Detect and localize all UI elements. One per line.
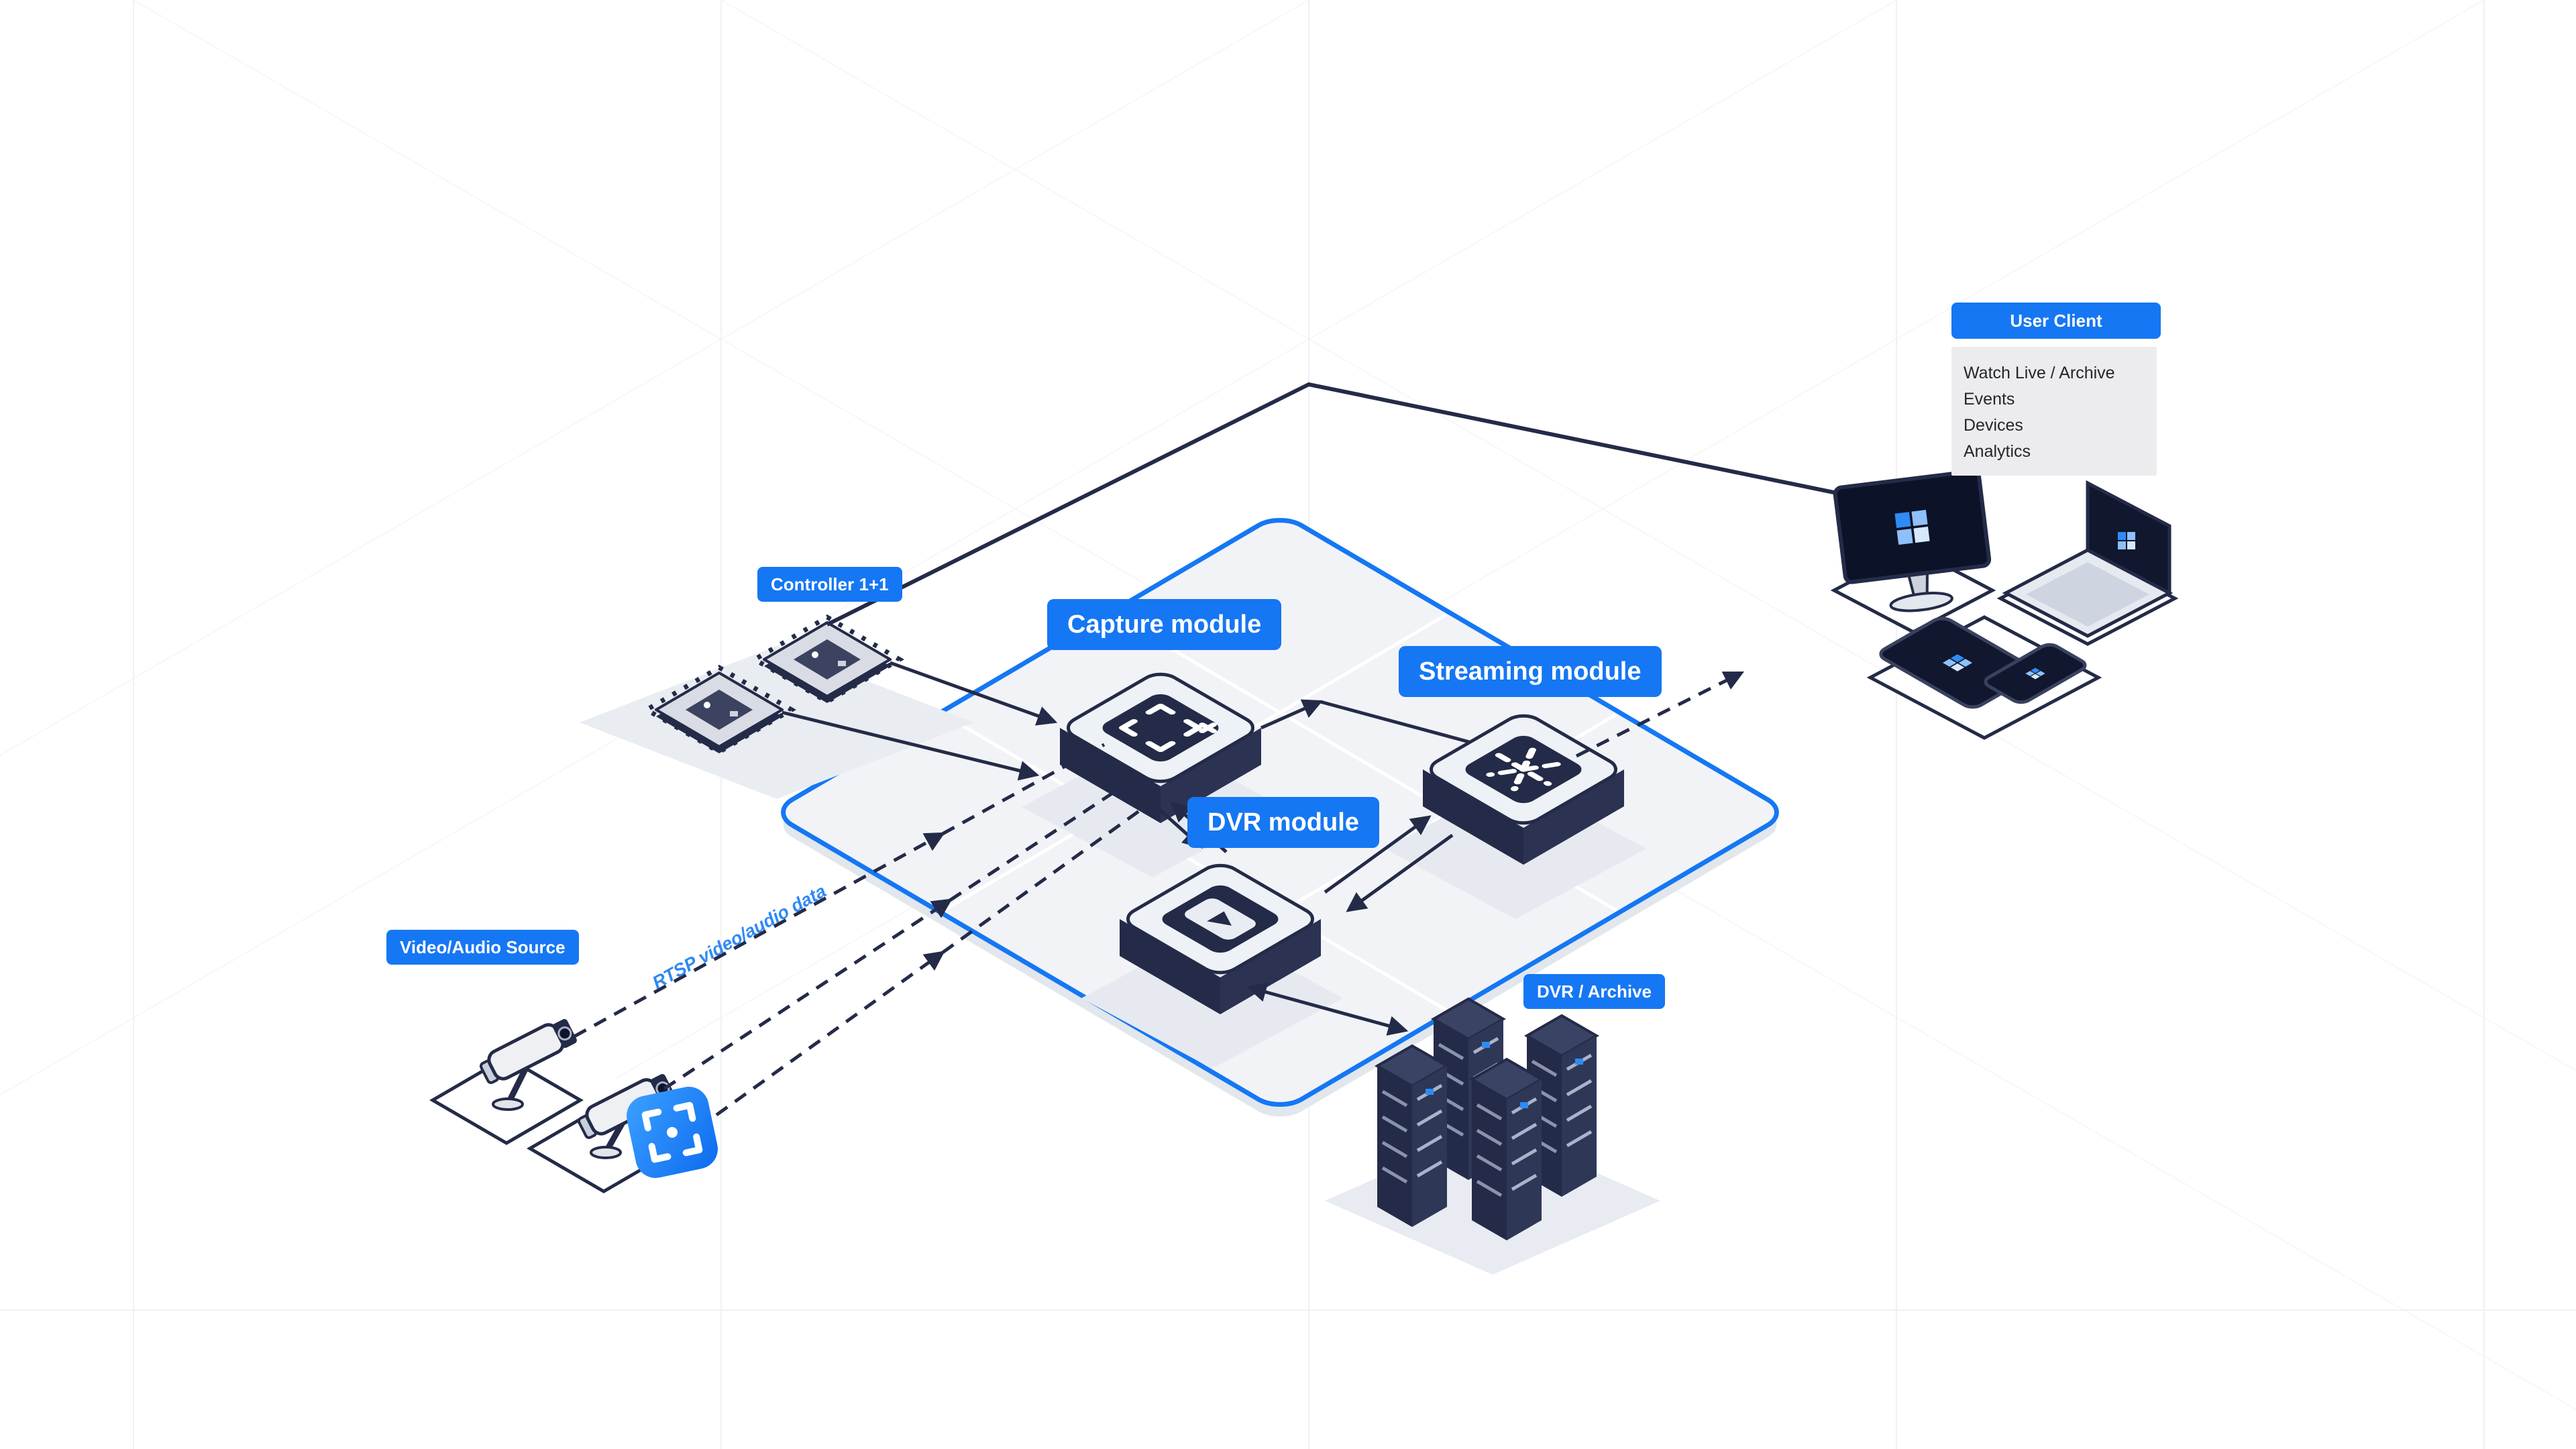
video-audio-source: [429, 1016, 718, 1193]
controller-chips: [580, 617, 974, 799]
client-feature-item: Watch Live / Archive: [1964, 364, 2115, 382]
focus-frame-icon: [627, 1087, 718, 1178]
server-rack-icon: [1472, 1059, 1542, 1240]
video-source-label: Video/Audio Source: [386, 930, 579, 965]
server-rack-icon: [1377, 1046, 1447, 1227]
client-feature-item: Devices: [1964, 416, 2023, 435]
client-feature-item: Analytics: [1964, 442, 2031, 461]
flow-line: [826, 382, 1844, 627]
client-feature-item: Events: [1964, 390, 2015, 409]
rtsp-flow-lines: [573, 671, 1745, 1117]
dvr-module-label: DVR module: [1187, 797, 1379, 848]
controller-label: Controller 1+1: [757, 567, 902, 602]
flow-lines: [782, 382, 1844, 1036]
streaming-module-icon: [1385, 711, 1646, 919]
streaming-module-label: Streaming module: [1399, 646, 1662, 697]
user-client-panel: Watch Live / Archive Events Devices Anal…: [1951, 347, 2157, 476]
monitor-icon: [1833, 469, 1992, 612]
user-client-label: User Client: [1951, 303, 2161, 339]
capture-module-label: Capture module: [1047, 599, 1282, 650]
dvr-archive-servers: [1325, 999, 1660, 1275]
user-client-devices: [1830, 469, 2179, 740]
smartphone-icon: [1981, 642, 2089, 704]
laptop-icon: [2002, 480, 2174, 638]
dvr-archive-label: DVR / Archive: [1523, 974, 1665, 1009]
